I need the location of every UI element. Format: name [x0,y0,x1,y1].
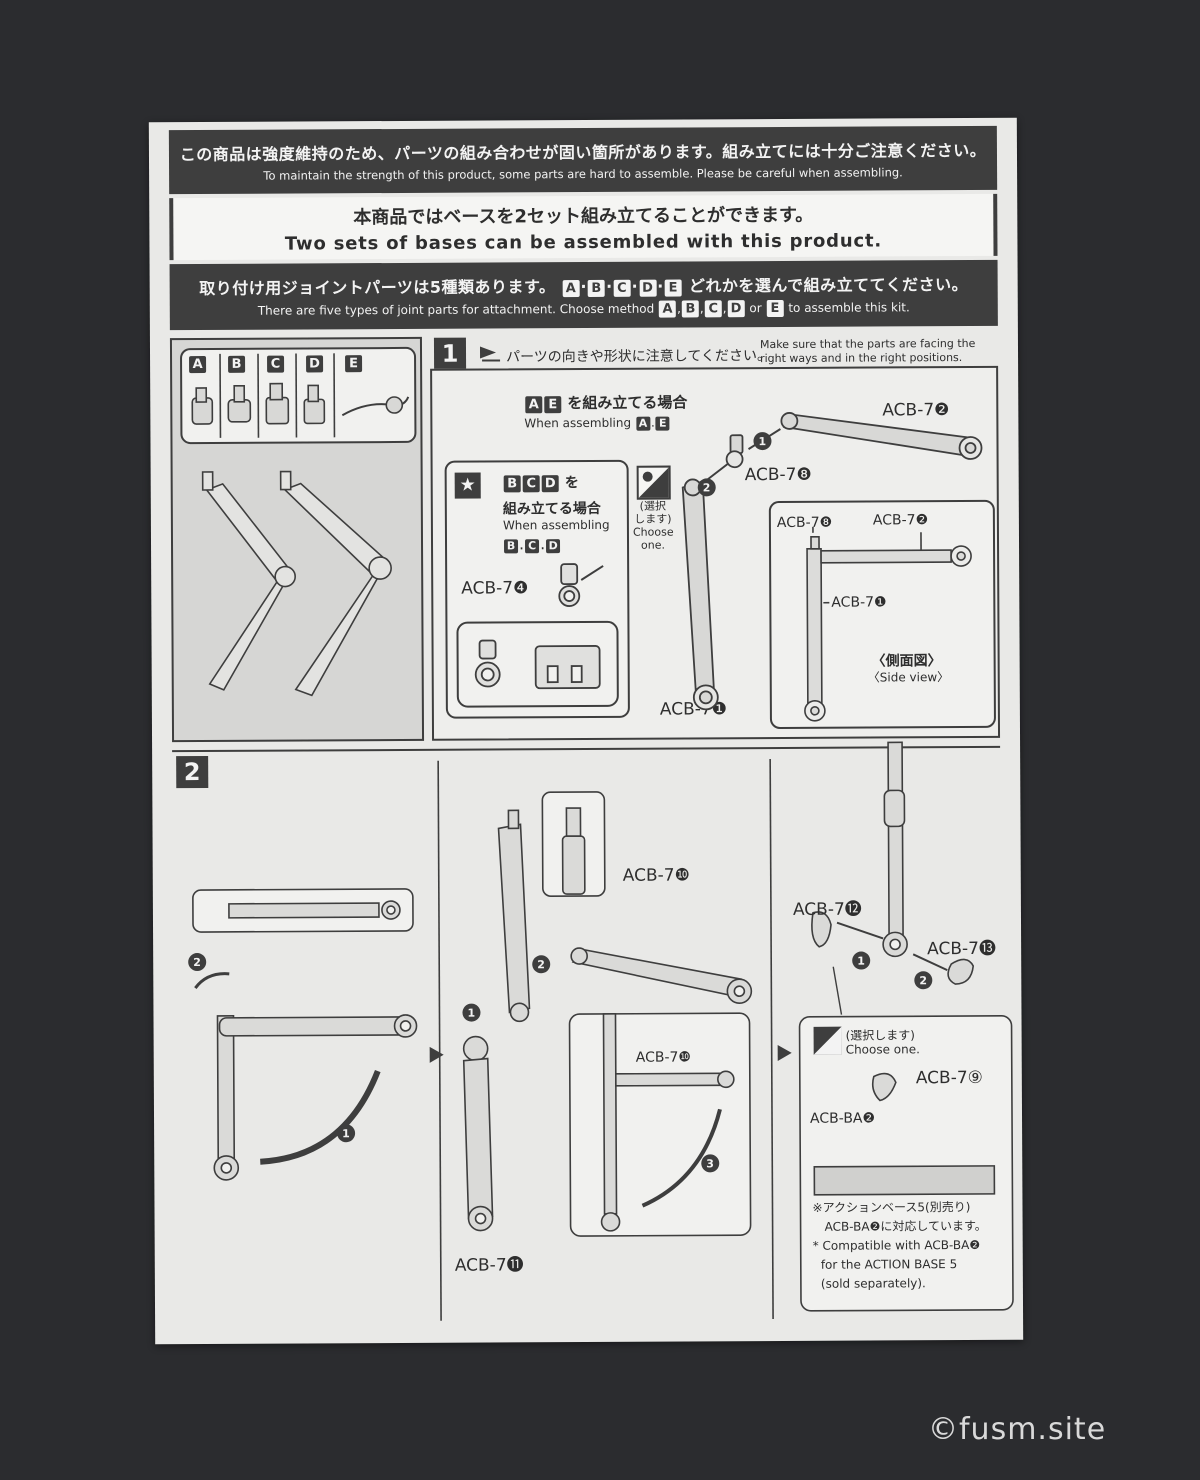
step1-note-jp: パーツの向きや形状に注意してください。 [506,348,771,366]
s2-arrow-1c: 1 [857,955,865,968]
joint-jp-post: どれかを選んで組み立ててください。 [688,274,969,295]
arrow-step-2: 2 [703,481,711,494]
letter-c: C [613,279,631,297]
side-view-illustration [804,526,972,722]
instruction-sheet: この商品は強度維持のため、パーツの組み合わせが固い箇所があります。組み立てには十… [148,117,1024,1345]
arrow-step-1: 1 [758,435,766,448]
joint-en-pre: There are five types of joint parts for … [257,301,655,318]
s2-choose-one: (選択します) Choose one. [846,1028,920,1056]
bcd-illustration [456,563,619,708]
step1-note-en-1: Make sure that the parts are facing the [759,336,976,352]
step1-number: 1 [433,337,467,370]
letter-c-en: C [704,299,722,317]
step1-note-en-2: right ways and in the right positions. [760,351,963,366]
s2-note-en-1: * Compatible with ACB-BA❷ [812,1237,981,1253]
joint-jp-pre: 取り付け用ジョイントパーツは5種類あります。 [199,276,556,298]
letter-e: E [664,278,682,297]
letter-d-en: D [727,299,745,317]
joint-en-or: or [749,300,762,315]
sets-banner: 本商品ではベースを2セット組み立てることができます。 Two sets of b… [169,193,998,261]
sets-en: Two sets of bases can be assembled with … [284,229,883,255]
s2-label-acb7-10b: ACB-7❿ [635,1049,691,1066]
s2-arrow-1b: 1 [467,1007,475,1020]
s2-arrow-2c: 2 [919,974,927,987]
letter-b: B [588,279,606,297]
joint-types-panel: A B C D E [169,336,425,743]
joint-parts-illustration [191,353,410,438]
step1-header: 1 パーツの向きや形状に注意してください。 Make sure that the… [430,334,998,371]
step2-illustration: 2 1 1 2 3 1 2 [188,741,1014,1321]
s2-choose-en: Choose one. [845,1042,920,1057]
s2-arrow-2: 2 [193,956,201,969]
joint-types-box: A B C D E [179,346,417,445]
warning-en: To maintain the strength of this product… [263,165,903,183]
step1-illustration: 1 2 [681,412,983,711]
joint-en: There are five types of joint parts for … [257,299,910,318]
s2-arrow-3: 3 [706,1157,714,1170]
joint-banner: 取り付け用ジョイントパーツは5種類あります。 A·B·C·D·E どれかを選んで… [169,259,998,331]
arrow-icon [479,346,501,362]
step2-panel: 2 [172,741,1014,1329]
s2-choose-jp: (選択します) [845,1028,916,1043]
s2-compatibility-note: ※アクションベース5(別売り) ACB-BA❷に対応しています。 * Compa… [812,1198,987,1294]
choose-symbol [638,467,669,498]
choose-one-icon [636,465,671,500]
warning-jp: この商品は強度維持のため、パーツの組み合わせが固い箇所があります。組み立てには十… [179,140,987,165]
s2-label-acb7-13: ACB-7⓭ [927,938,997,960]
s2-note-en-2: for the ACTION BASE 5 [820,1257,958,1272]
joint-jp: 取り付け用ジョイントパーツは5種類あります。 A·B·C·D·E どれかを選んで… [199,274,969,298]
s2-arrow-2b: 2 [537,958,545,971]
warning-banner: この商品は強度維持のため、パーツの組み合わせが固い箇所があります。組み立てには十… [168,125,998,195]
letter-d: D [639,279,657,297]
s2-arrow-1: 1 [342,1127,350,1140]
s2-label-acb-ba2: ACB-BA❷ [809,1110,876,1127]
s2-note-jp-2: ACB-BA❷に対応しています。 [824,1218,987,1234]
s2-note-en-3: (sold separately). [820,1276,926,1291]
assembled-arms-illustration [201,470,392,697]
s2-label-acb7-11: ACB-7⓫ [454,1255,524,1276]
letter-a: A [562,279,580,297]
s2-label-acb7-12: ACB-7⓬ [792,899,862,920]
s2-label-acb7-10: ACB-7❿ [622,865,690,886]
s2-note-jp-1: ※アクションベース5(別売り) [812,1199,971,1215]
sets-jp: 本商品ではベースを2セット組み立てることができます。 [353,204,814,228]
letter-b-en: B [681,299,699,317]
watermark: ©fusm.site [928,1412,1107,1447]
letter-e-en: E [766,299,784,317]
letter-a-en: A [659,300,677,318]
side-view-box: ACB-7❽ ACB-7❷ ACB-7❶ 〈側面図〉 〈Side view〉 [768,499,996,730]
s2-label-acb7-9: ACB-7⑨ [915,1067,983,1089]
joint-en-post: to assemble this kit. [788,299,910,315]
